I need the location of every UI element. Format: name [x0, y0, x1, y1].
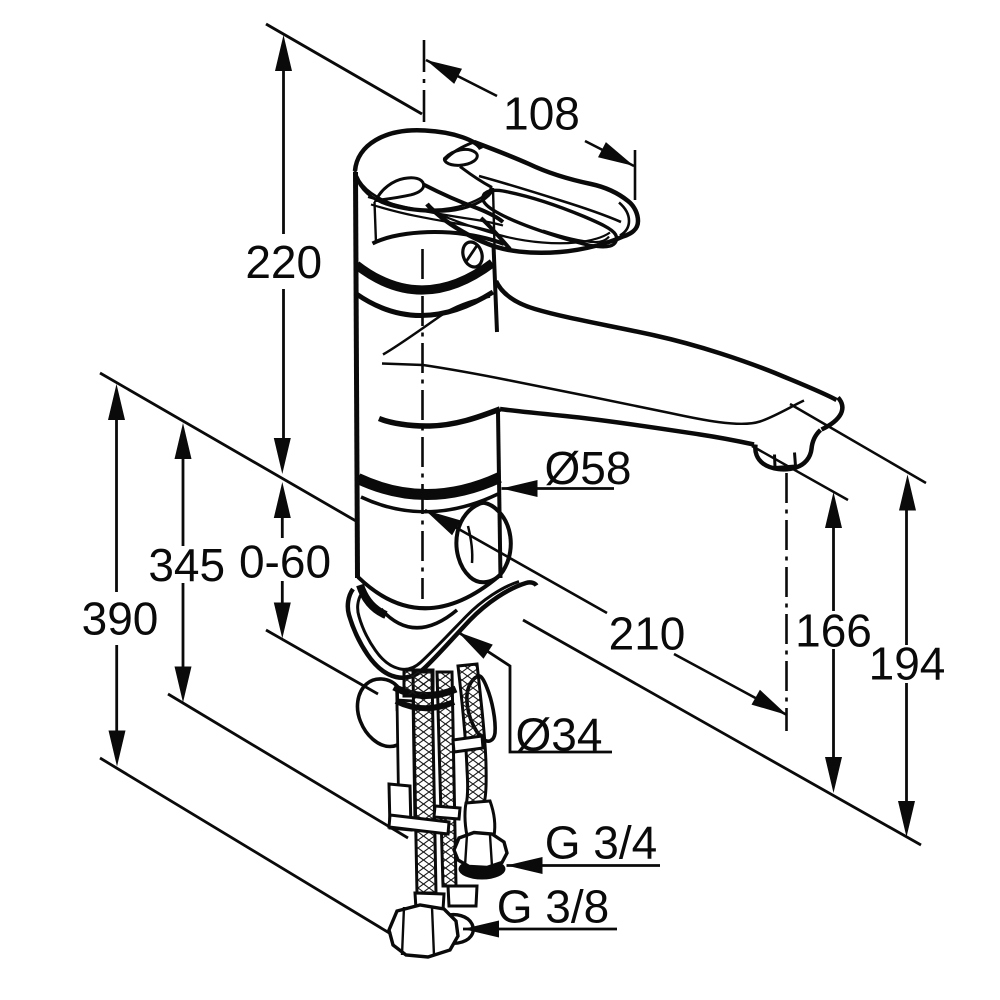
svg-text:194: 194: [869, 638, 946, 690]
svg-text:108: 108: [503, 88, 580, 140]
svg-text:220: 220: [245, 236, 322, 288]
svg-text:0-60: 0-60: [239, 536, 331, 588]
svg-text:345: 345: [148, 539, 225, 591]
svg-text:G 3/8: G 3/8: [497, 881, 610, 933]
svg-text:390: 390: [82, 593, 159, 645]
svg-text:G 3/4: G 3/4: [545, 817, 658, 869]
svg-text:210: 210: [609, 608, 686, 660]
svg-text:Ø58: Ø58: [545, 442, 632, 494]
svg-text:166: 166: [795, 604, 872, 656]
svg-text:Ø34: Ø34: [516, 709, 603, 761]
